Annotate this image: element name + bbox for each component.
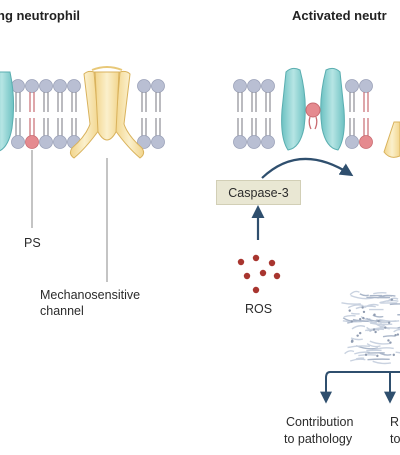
branch-arrow-left <box>320 371 400 404</box>
mechanosensitive-channel-icon <box>383 121 400 158</box>
contribution-label-line1: Contribution <box>286 415 354 429</box>
ros-label: ROS <box>245 302 273 316</box>
mechanosensitive-channel-icon <box>69 66 145 159</box>
resting-neutrophil-title: ng neutrophil <box>0 8 81 23</box>
caspase-3-box: Caspase-3 <box>216 180 301 205</box>
mechanosensitive-label-line1: Mechanosensitive <box>40 288 141 302</box>
teal-channel-icon <box>0 71 15 152</box>
cut-label-line1: R <box>390 415 400 429</box>
activated-neutrophil-title: Activated neutr <box>292 8 387 23</box>
ps-label: PS <box>24 236 41 250</box>
left-lipid-bilayer-icon <box>11 79 165 149</box>
mechanosensitive-label-line2: channel <box>40 304 84 318</box>
contribution-label-line2: to pathology <box>284 432 353 446</box>
caspase-curved-arrow <box>261 157 354 179</box>
teal-channel-icon <box>281 67 345 151</box>
caspase-3-label: Caspase-3 <box>228 185 289 200</box>
ros-particles-icon <box>237 254 281 294</box>
net-icon <box>341 290 400 365</box>
right-lipid-bilayer-icon <box>233 79 373 149</box>
cut-label-line2: to <box>390 432 400 446</box>
